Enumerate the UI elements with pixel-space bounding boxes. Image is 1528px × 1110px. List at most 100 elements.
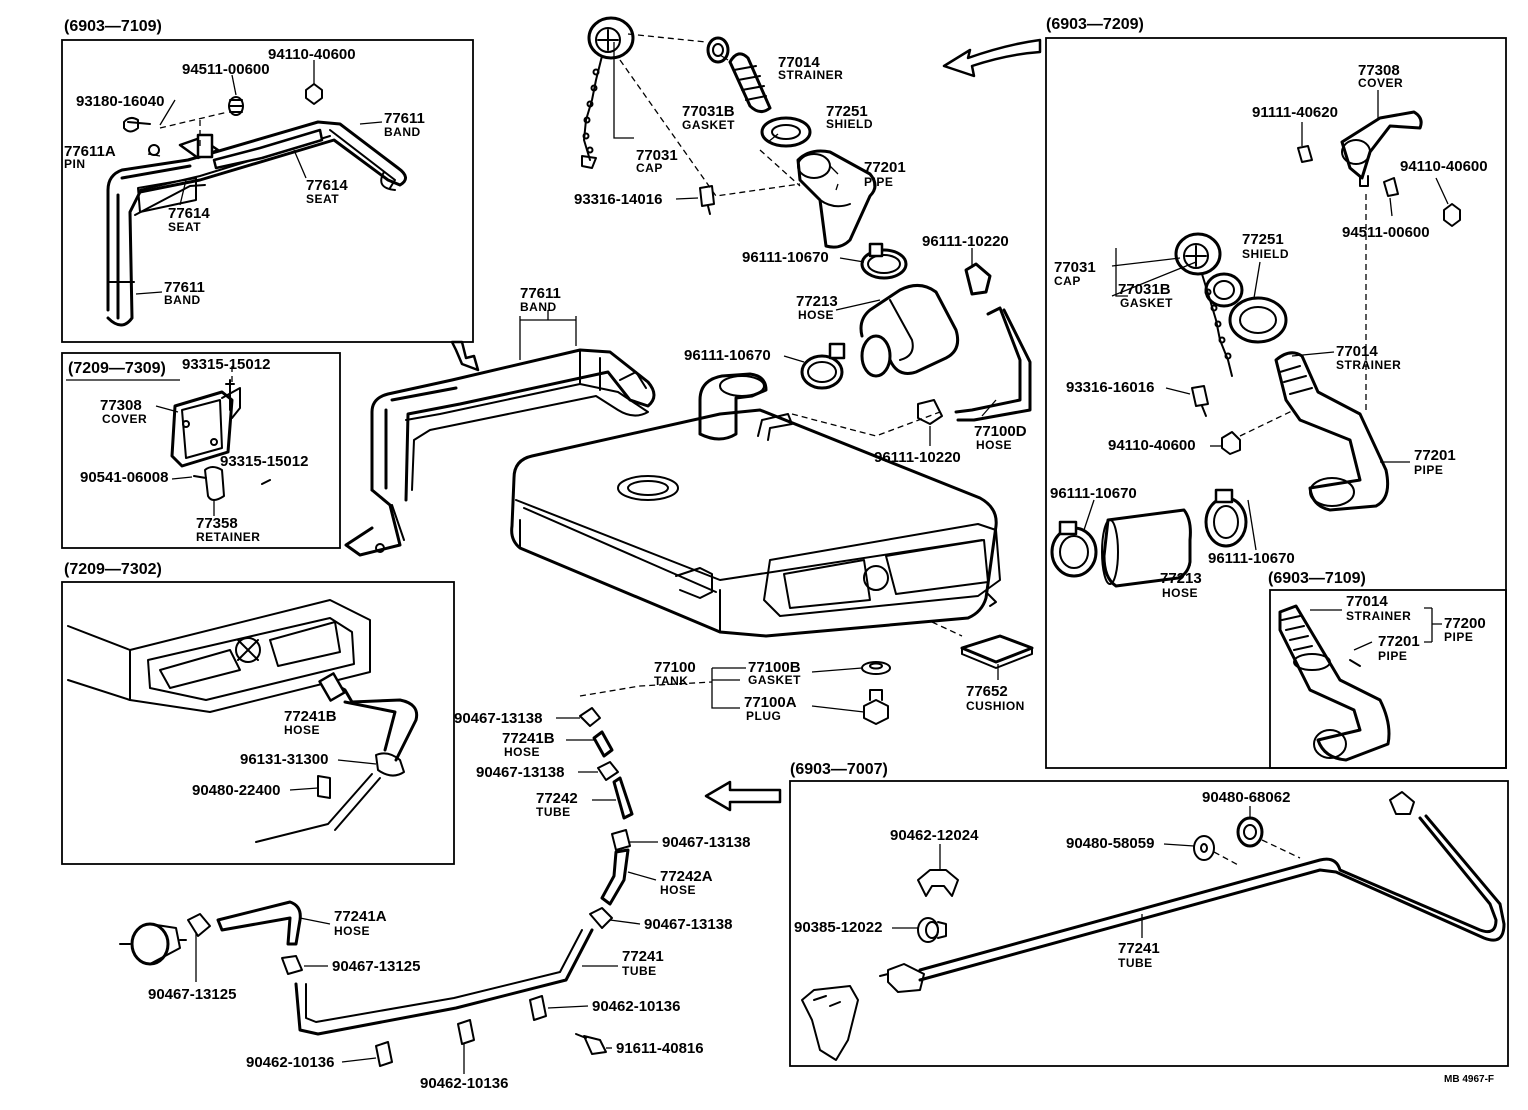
part-number: 77100D (974, 423, 1027, 440)
part-number: 77031 (1054, 259, 1096, 276)
part-number: 90467-13138 (662, 834, 750, 851)
part-number: 90480-22400 (192, 782, 280, 799)
part-number: 77213 (1160, 570, 1202, 587)
part-number: 90480-58059 (1066, 835, 1154, 852)
part-name: HOSE (284, 723, 320, 737)
part-name: COVER (1358, 76, 1403, 90)
part-number: 90480-68062 (1202, 789, 1290, 806)
part-number: 77652 (966, 683, 1008, 700)
inset-band-6903-7109 (106, 83, 407, 327)
group-label: (6903—7109) (1268, 570, 1366, 587)
part-number: 96111-10670 (742, 249, 829, 266)
part-number: 77611 (520, 285, 561, 302)
part-name: PIN (64, 157, 86, 171)
part-name: CAP (1054, 274, 1081, 288)
group-label: (7209—7309) (68, 360, 166, 377)
part-number: 77611 (384, 110, 425, 127)
part-number: 91611-40816 (616, 1040, 704, 1057)
part-number: 94110-40600 (1108, 437, 1196, 454)
part-number: 96111-10670 (684, 347, 771, 364)
part-name: HOSE (798, 308, 834, 322)
part-number: 77241 (622, 948, 664, 965)
group-label: (7209—7302) (64, 561, 162, 578)
part-number: 77100 (654, 659, 696, 676)
main-tank-band (344, 348, 656, 557)
part-name: HOSE (660, 883, 696, 897)
part-name: CUSHION (966, 699, 1025, 713)
part-name: BAND (520, 300, 557, 314)
part-name: SHIELD (1242, 247, 1289, 261)
part-number: 77014 (1336, 343, 1378, 360)
part-number: 90467-13125 (148, 986, 236, 1003)
part-number: 77241 (1118, 940, 1160, 957)
part-number: 93180-16040 (76, 93, 164, 110)
part-name: STRAINER (778, 68, 843, 82)
part-name: PIPE (864, 175, 893, 189)
part-number: 77241A (334, 908, 387, 925)
part-number: 77358 (196, 515, 238, 532)
part-number: 90467-13138 (476, 764, 564, 781)
arrow-left-icon (942, 38, 1042, 78)
inset-tank-detail-7209-7302 (67, 599, 419, 843)
part-number: 93315-15012 (220, 453, 308, 470)
part-name: BAND (384, 125, 421, 139)
part-number: 90462-10136 (246, 1054, 334, 1071)
part-number: 77251 (826, 103, 868, 120)
direction-arrows (450, 38, 1042, 812)
part-number: 77014 (778, 54, 820, 71)
part-number: 96111-10220 (922, 233, 1009, 250)
part-number: 91111-40620 (1252, 104, 1338, 121)
part-number: 77308 (100, 397, 142, 414)
part-number: 77201 (1378, 633, 1420, 650)
part-name: CAP (636, 161, 663, 175)
part-name: TUBE (536, 805, 571, 819)
part-name: HOSE (504, 745, 540, 759)
tank-bottom-hardware (579, 621, 1034, 725)
group-label: (6903—7209) (1046, 16, 1144, 33)
part-name: HOSE (1162, 586, 1198, 600)
part-number: 77611 (164, 279, 205, 296)
part-number: 93316-14016 (574, 191, 662, 208)
part-number: 96131-31300 (240, 751, 328, 768)
part-name: SEAT (168, 220, 201, 234)
group-labels: (6903—7109) (7209—7309) (7209—7302) (690… (64, 16, 1366, 778)
part-number: 96111-10220 (874, 449, 961, 466)
part-number: 90541-06008 (80, 469, 168, 486)
part-name: STRAINER (1336, 358, 1401, 372)
center-hoses (791, 242, 1032, 437)
part-number: 77200 (1444, 615, 1486, 632)
part-number: 96111-10670 (1208, 550, 1295, 567)
filler-parts (581, 16, 877, 249)
part-number: 77100A (744, 694, 797, 711)
part-number: 90462-10136 (420, 1075, 508, 1092)
part-number: 77031B (682, 103, 735, 120)
part-number: 94511-00600 (182, 61, 270, 78)
part-number: 93316-16016 (1066, 379, 1154, 396)
part-number: 90467-13138 (644, 916, 732, 933)
part-number: 93315-15012 (182, 356, 270, 373)
part-name: RETAINER (196, 530, 260, 544)
part-number: 94110-40600 (268, 46, 356, 63)
lower-fuel-lines (119, 707, 634, 1067)
part-name: PIPE (1444, 630, 1473, 644)
part-number: 77251 (1242, 231, 1284, 248)
reference-code: MB 4967-F (1444, 1074, 1494, 1085)
part-number: 77242A (660, 868, 713, 885)
part-number: 90385-12022 (794, 919, 882, 936)
part-number: 77241B (502, 730, 555, 747)
part-name: STRAINER (1346, 609, 1411, 623)
part-name: COVER (102, 412, 147, 426)
part-name: TUBE (1118, 956, 1153, 970)
part-number: 90462-12024 (890, 827, 979, 844)
right-small-inset-6903-7109 (1278, 604, 1391, 762)
part-number: 77201 (864, 159, 906, 176)
part-number: 77614 (168, 205, 210, 222)
part-number: 94511-00600 (1342, 224, 1430, 241)
part-name: SEAT (306, 192, 339, 206)
part-name: PLUG (746, 709, 781, 723)
part-name: GASKET (1120, 296, 1173, 310)
part-name: SHIELD (826, 117, 873, 131)
part-name: PIPE (1378, 649, 1407, 663)
inset-cover-7209-7309 (170, 366, 271, 501)
